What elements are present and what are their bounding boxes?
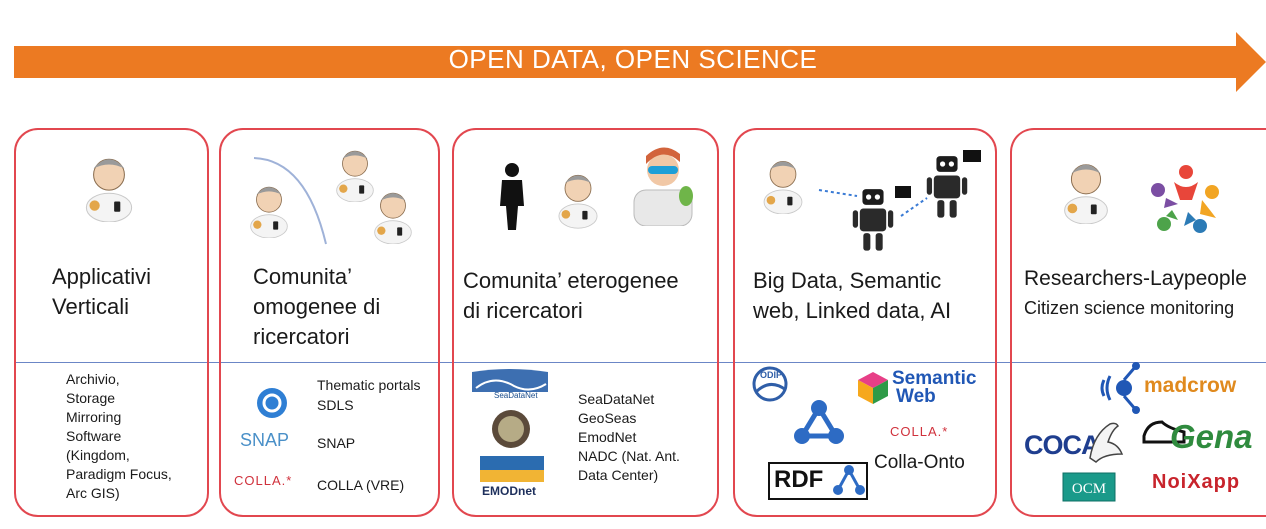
madcrow-logo-icon (1100, 362, 1140, 414)
semantic-web-cube-icon (858, 372, 888, 404)
gena-logo: Gena (1170, 418, 1253, 455)
panel-citizen-science (1010, 128, 1266, 517)
panel-heterogeneous-communities (452, 128, 719, 517)
ai-robots-icon (763, 150, 981, 251)
list-item: NADC (Nat. Ant. (578, 448, 680, 464)
seagull-icon (1089, 422, 1124, 463)
emodnet-logo-icon (480, 456, 544, 482)
researcher-icon (552, 164, 604, 230)
list-item: (Kingdom, (66, 447, 130, 463)
list-item: Storage (66, 390, 116, 406)
list-item: Archivio, (66, 371, 120, 387)
list-item: Paradigm Focus, (66, 466, 172, 482)
madcrow-logo: madcrow (1144, 374, 1237, 397)
panel-vertical-apps (14, 128, 209, 517)
list-item: Arc GIS) (66, 485, 120, 501)
sdls-logo-icon (257, 388, 287, 418)
seadatanet-logo-icon (472, 369, 548, 392)
section-divider (14, 362, 1266, 363)
semantic-web-logo-line: Web (896, 386, 936, 407)
list-item: Mirroring (66, 409, 122, 425)
list-item: SeaDataNet (578, 391, 655, 407)
colla-onto-label: Colla-Onto (874, 452, 965, 473)
panel-title-line: ricercatori (253, 324, 350, 349)
emodnet-logo-label: EMODnet (482, 484, 536, 498)
colla-logo: COLLA.* (890, 424, 949, 439)
geoseas-logo-icon (492, 410, 530, 448)
odip-logo-icon (752, 366, 788, 402)
odip-logo-label: ODIP (760, 370, 783, 380)
scientist-icon (633, 147, 693, 226)
list-item: COLLA (VRE) (317, 477, 405, 493)
list-item: SDLS (317, 397, 354, 413)
panel-title-line: Citizen science monitoring (1024, 298, 1235, 318)
list-item: GeoSeas (578, 410, 637, 426)
semantic-web-logo-line: Semantic (892, 368, 977, 389)
list-item: Software (66, 428, 122, 444)
citizen-science-people-icon (1151, 165, 1219, 233)
panel-title-line: Comunita’ (253, 264, 353, 289)
panel-title-line: Verticali (52, 294, 130, 319)
ocm-logo-icon: OCM (1062, 472, 1116, 502)
seadatanet-logo-label: SeaDataNet (494, 391, 538, 400)
businessman-icon (500, 163, 524, 230)
researcher-icon (78, 148, 140, 222)
linked-data-graph-icon (794, 400, 844, 444)
panel-title-line: web, Linked data, AI (753, 298, 952, 323)
researcher-icon (1056, 154, 1116, 224)
list-item: EmodNet (578, 429, 637, 445)
snap-logo: SNAP (240, 430, 290, 450)
svg-text:OCM: OCM (1072, 481, 1106, 497)
list-item: Data Center) (578, 467, 659, 483)
panel-title-line: Comunita’ eterogenee (463, 268, 679, 293)
panel-title-line: Big Data, Semantic (753, 268, 942, 293)
open-data-arrow (14, 32, 1266, 92)
panel-title-line: di ricercatori (463, 298, 583, 323)
banner-title: OPEN DATA, OPEN SCIENCE (448, 44, 818, 74)
list-item: Thematic portals (317, 377, 421, 393)
panel-big-data (733, 128, 997, 517)
colla-logo: COLLA.* (234, 473, 293, 488)
panel-homogeneous-communities (219, 128, 440, 517)
gena-shoe-icon (1142, 420, 1186, 444)
rdf-logo-label: RDF (774, 466, 824, 493)
noixapp-logo: NoiXapp (1152, 471, 1241, 493)
panel-title-line: Applicativi (52, 264, 152, 289)
panel-title-line: Researchers-Laypeople (1024, 267, 1247, 290)
rdf-graph-icon (833, 465, 865, 495)
list-item: SNAP (317, 435, 356, 451)
panel-title-line: omogenee di (253, 294, 381, 319)
community-icon (250, 150, 412, 245)
